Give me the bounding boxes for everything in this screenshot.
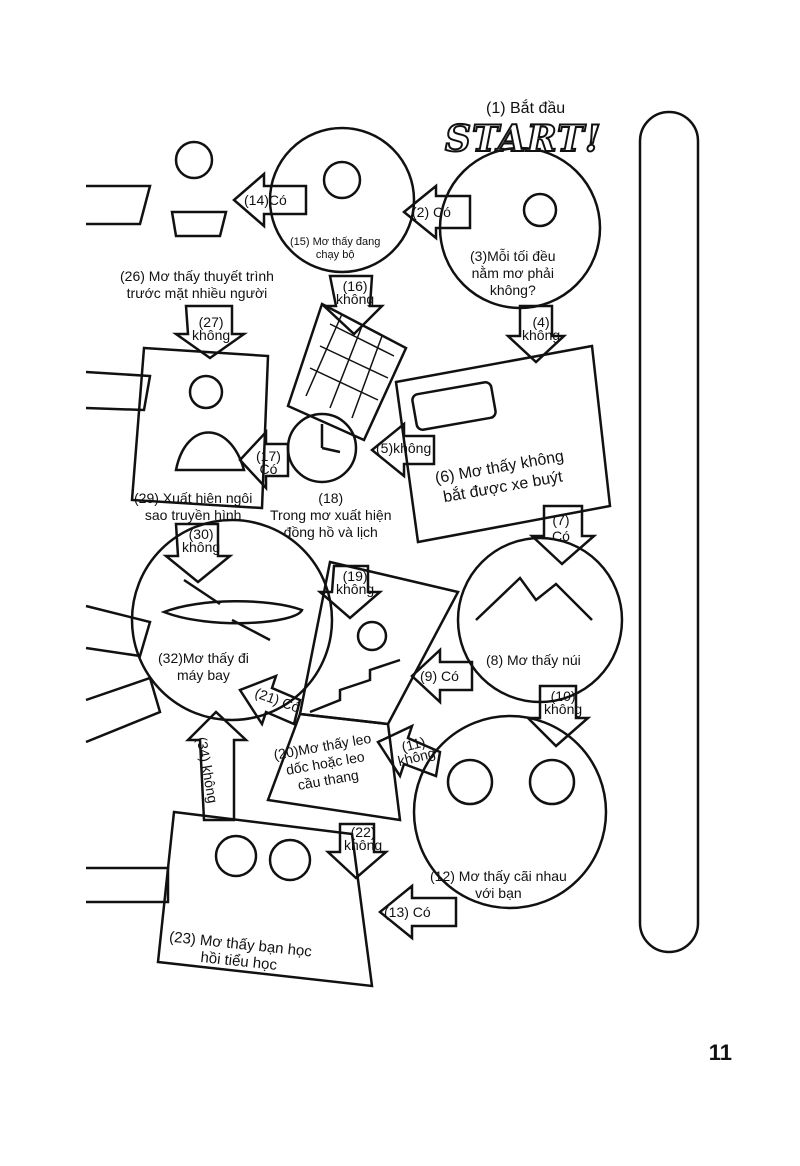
arrow-9-label: (9) Có xyxy=(420,668,459,684)
page-number: 11 xyxy=(708,1040,732,1065)
arrow-30 xyxy=(162,522,234,584)
side-bar xyxy=(638,110,700,954)
arrow-16 xyxy=(320,274,386,336)
stairs-drawing xyxy=(309,658,401,714)
exit-tab-2 xyxy=(85,370,152,412)
exit-tab-3 xyxy=(85,604,152,658)
arrow-14 xyxy=(232,171,308,229)
arrow-5-label: (5)không xyxy=(376,440,432,456)
node-26-label: (26) Mơ thấy thuyết trình trước mặt nhiề… xyxy=(120,268,274,301)
arrow-4 xyxy=(504,304,568,364)
arrow-27-label: (27) không xyxy=(192,314,231,343)
kid-1-head xyxy=(214,834,258,878)
node-6-frame xyxy=(394,344,612,544)
arrow-2-label: (2) Có xyxy=(412,204,451,220)
node-12-circle xyxy=(412,714,608,910)
arrow-30-label: (30) không xyxy=(182,526,221,555)
node-32-label: (32)Mơ thấy đi máy bay xyxy=(158,650,249,683)
node-23-frame xyxy=(156,810,374,988)
calendar-grid xyxy=(305,313,395,419)
node-15-label: (15) Mơ thấy đang chạy bộ xyxy=(290,236,381,261)
arrow-27 xyxy=(172,304,248,360)
arrow-22 xyxy=(324,822,390,880)
sleeper-head xyxy=(522,192,558,228)
arrow-17 xyxy=(238,428,290,492)
arrow-17-label: (17) Có xyxy=(256,448,281,477)
node-20-frame-bottom xyxy=(266,712,402,822)
node-29-label: (29) Xuất hiện ngôi sao truyền hình xyxy=(134,490,253,523)
node-20-frame-top xyxy=(298,560,460,726)
arrow-21 xyxy=(238,673,302,727)
airplane-wings xyxy=(183,578,271,642)
exit-tab-1 xyxy=(86,184,152,226)
node-32-circle xyxy=(130,518,334,722)
arrow-14-label: (14)Có xyxy=(244,192,287,208)
arrow-5 xyxy=(370,421,436,479)
bus-drawing xyxy=(411,381,497,431)
kid-2-head xyxy=(268,838,312,882)
arrow-16-label: (16) không xyxy=(336,278,375,307)
clock-hands xyxy=(320,424,341,454)
quarrel-head-1 xyxy=(446,758,494,806)
arrow-13 xyxy=(378,883,458,941)
node-18-label: (18) Trong mơ xuất hiện đồng hồ và lịch xyxy=(270,490,392,540)
arrow-13-label: (13) Có xyxy=(384,904,431,920)
arrow-4-label: (4) không xyxy=(522,314,561,343)
arrow-11 xyxy=(376,723,442,779)
start-title: (1) Bắt đầu xyxy=(486,100,566,117)
podium-drawing xyxy=(170,210,228,238)
start-logo: START! xyxy=(444,117,602,161)
speaker-head xyxy=(174,140,214,180)
node-12-label: (12) Mơ thấy cãi nhau với bạn xyxy=(430,868,567,901)
runner-head xyxy=(322,160,362,200)
node-3-label: (3)Mỗi tối đều nằm mơ phải không? xyxy=(470,248,556,298)
arrow-2 xyxy=(402,183,472,241)
node-29-frame xyxy=(130,346,270,510)
calendar-drawing xyxy=(286,302,408,442)
arrow-10-label: (10) không xyxy=(544,688,583,717)
exit-tab-5 xyxy=(86,866,170,904)
star-head xyxy=(188,374,224,410)
arrow-19-label: (19) không xyxy=(336,568,375,597)
airplane-drawing xyxy=(160,600,304,625)
mountain-drawing xyxy=(475,576,593,621)
arrow-7 xyxy=(528,504,598,566)
arrow-10 xyxy=(524,684,592,748)
arrow-19 xyxy=(316,564,384,620)
star-dress xyxy=(174,431,246,472)
arrow-9 xyxy=(410,647,474,705)
arrow-22-label: (22) không xyxy=(344,824,383,853)
climber-head xyxy=(356,620,388,652)
node-15-circle xyxy=(268,126,416,274)
exit-tab-4 xyxy=(85,676,162,744)
node-8-label: (8) Mơ thấy núi xyxy=(486,652,581,668)
node-8-circle xyxy=(456,536,624,704)
arrow-34 xyxy=(184,710,250,822)
arrow-7-label: (7) Có xyxy=(552,512,570,544)
quarrel-head-2 xyxy=(528,758,576,806)
